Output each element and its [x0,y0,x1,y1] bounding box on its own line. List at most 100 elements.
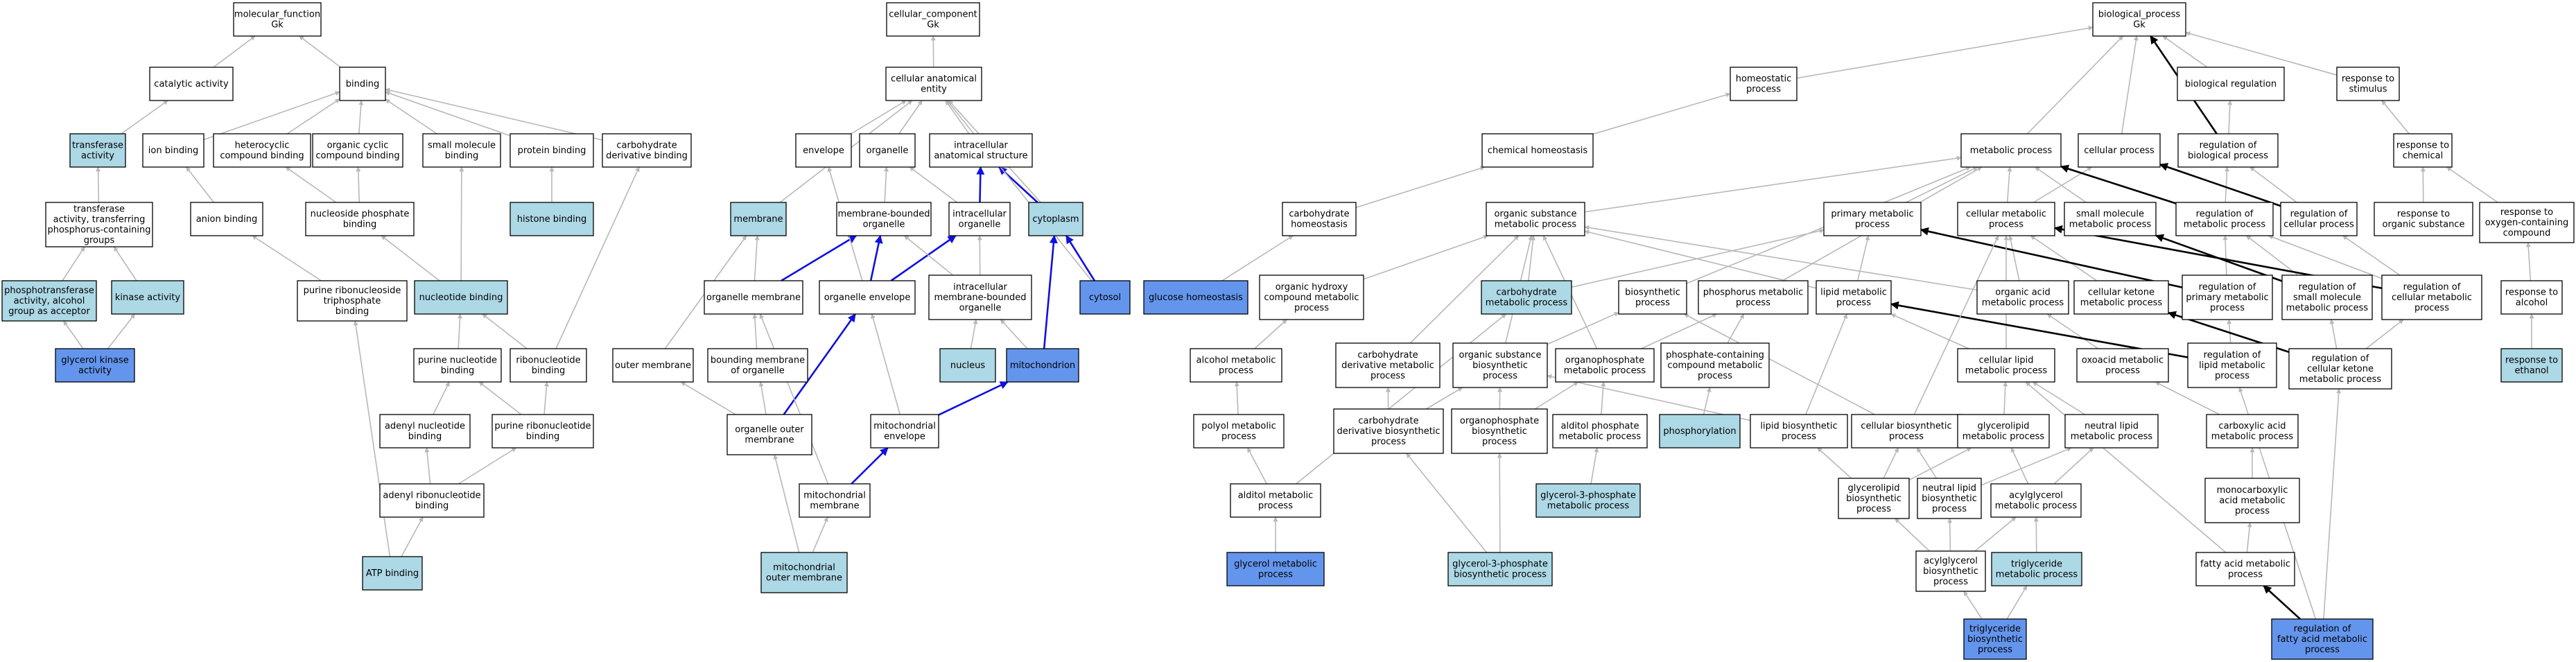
term-node-glucose-homeostasis[interactable]: glucose homeostasis [1143,280,1248,315]
term-node-chemical-homeostasis[interactable]: chemical homeostasis [1481,133,1594,168]
term-node-mitochondrion[interactable]: mitochondrion [1006,348,1079,383]
term-node-membrane[interactable]: membrane [730,202,787,236]
term-node-organelle-envelope[interactable]: organelle envelope [819,280,916,315]
term-node-organelle[interactable]: organelle [859,133,916,168]
term-node-kinase-activity[interactable]: kinase activity [111,280,184,315]
term-node-biological-regulation[interactable]: biological regulation [2177,67,2285,101]
term-node-cellular-process[interactable]: cellular process [2078,133,2161,168]
term-node-metabolic-process[interactable]: metabolic process [1960,133,2062,168]
term-node-envelope[interactable]: envelope [795,133,852,168]
term-node-cytosol[interactable]: cytosol [1079,280,1131,315]
term-node-ion-binding[interactable]: ion binding [142,133,204,168]
term-node-nucleotide-binding[interactable]: nucleotide binding [414,280,508,315]
term-node-outer-membrane[interactable]: outer membrane [612,348,694,383]
term-node-organelle-membrane[interactable]: organelle membrane [704,280,803,315]
term-node-anion-binding[interactable]: anion binding [190,202,263,236]
term-node-protein-binding[interactable]: protein binding [510,133,594,168]
term-node-cytoplasm[interactable]: cytoplasm [1028,202,1084,236]
term-node-phosphorylation[interactable]: phosphorylation [1659,414,1741,448]
term-node-histone-binding[interactable]: histone binding [510,202,594,236]
term-node-atp-binding[interactable]: ATP binding [362,556,423,591]
